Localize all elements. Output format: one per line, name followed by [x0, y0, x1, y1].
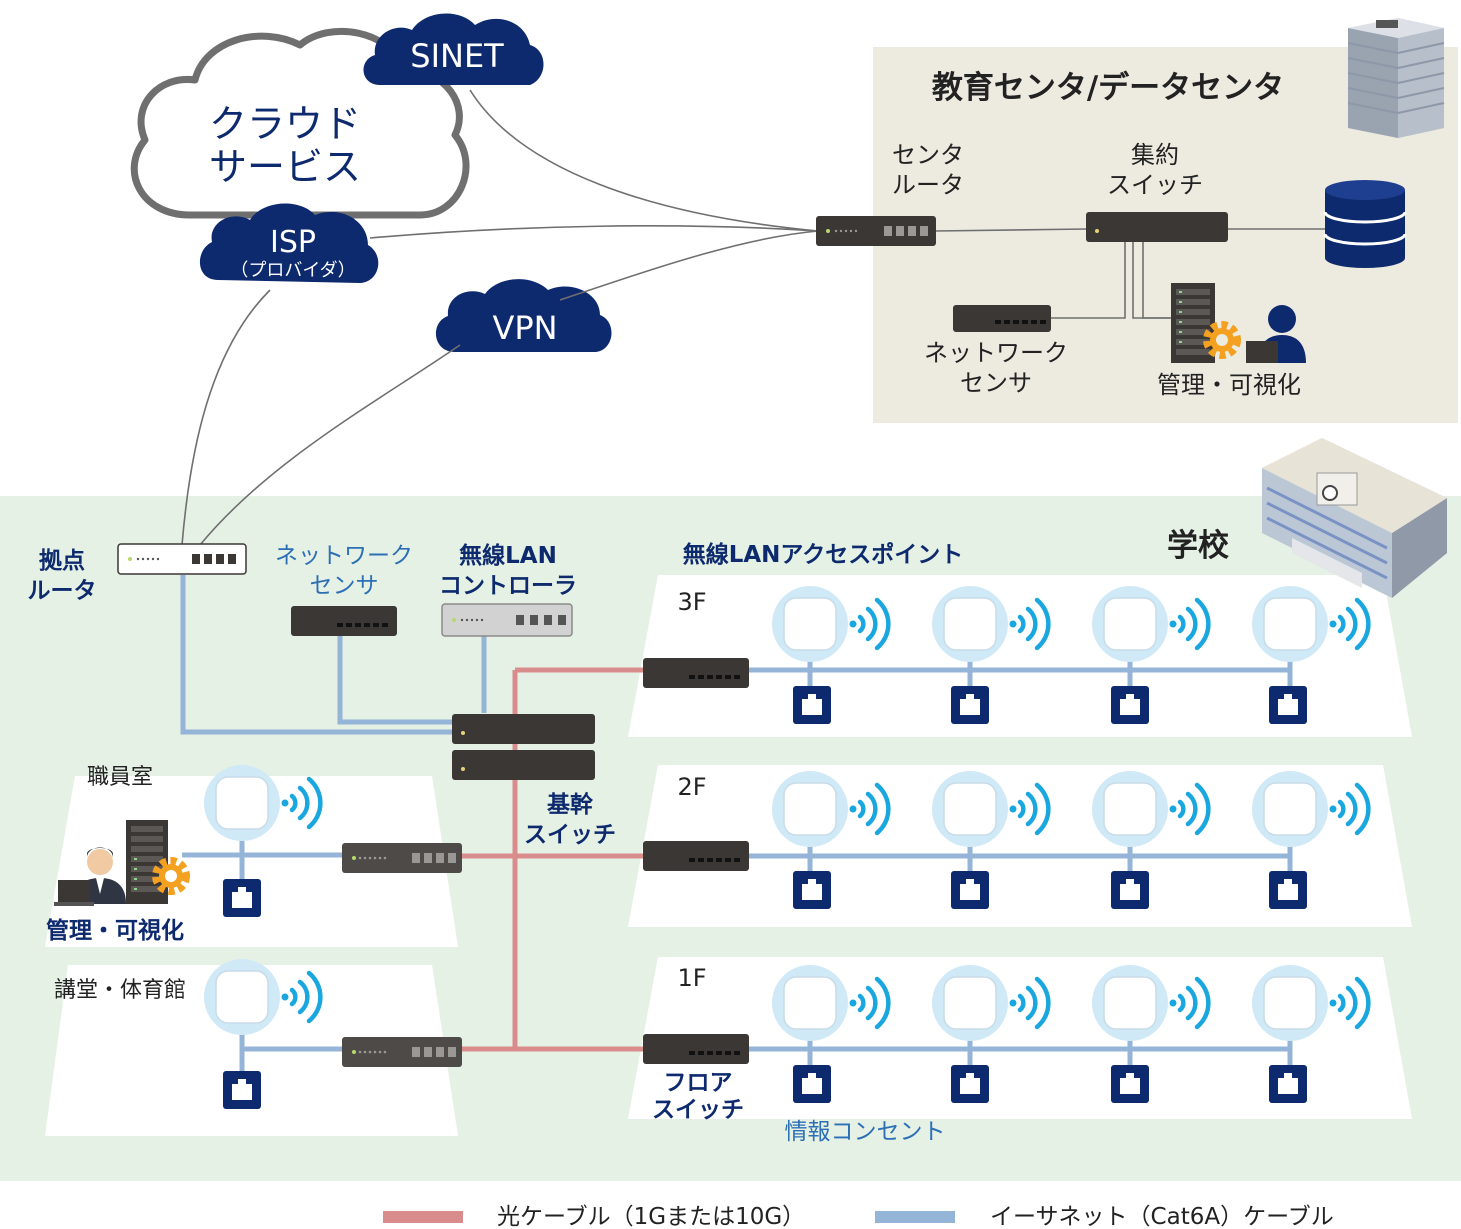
isp-sub-label: （プロバイダ）: [230, 260, 355, 281]
outlet-icon-staff-room: [223, 879, 261, 917]
legend-ethernet-label: イーサネット（Cat6A）ケーブル: [990, 1204, 1334, 1229]
core-switch-label-1: 基幹: [547, 791, 594, 818]
vpn-label: VPN: [492, 309, 557, 347]
school-network-sensor: [291, 606, 397, 636]
school-sensor-label-2: センサ: [310, 573, 379, 599]
core-switch-label-2: スイッチ: [524, 822, 616, 848]
staff-admin-person-icon: [54, 847, 126, 906]
site-router: [117, 543, 247, 575]
floor-label-1f: 1F: [677, 964, 706, 992]
staff-gear-icon: [152, 857, 190, 895]
hall-label: 講堂・体育館: [54, 978, 186, 1003]
center-mgmt-label: 管理・可視化: [1157, 371, 1301, 399]
school-sensor-label-1: ネットワーク: [275, 543, 413, 569]
outlet-icon-3f-4: [1269, 686, 1307, 724]
legend-fiber-swatch: [383, 1211, 463, 1223]
wlan-controller: [441, 603, 573, 637]
aggregation-switch-label-2: スイッチ: [1107, 171, 1203, 199]
outlet-icon-hall: [223, 1071, 261, 1109]
sinet-cloud: [363, 13, 544, 86]
staff-room-panel: [45, 776, 458, 947]
legend-ethernet-swatch: [875, 1211, 955, 1223]
floor-switch-1f: [643, 1034, 749, 1064]
school-title: 学校: [1167, 528, 1229, 564]
legend-fiber-label: 光ケーブル（1Gまたは10G）: [497, 1204, 805, 1229]
staff-room-switch: [342, 843, 462, 873]
staff-mgmt-label: 管理・可視化: [46, 917, 184, 944]
center-gear-icon: [1203, 321, 1241, 359]
school-building-icon: [1262, 438, 1447, 598]
cloud-title-line1: クラウド: [209, 102, 361, 146]
center-admin-person-icon: [1246, 305, 1306, 363]
outlet-label: 情報コンセント: [785, 1119, 946, 1145]
access-point-label: 無線LANアクセスポイント: [683, 541, 964, 568]
aggregation-switch: [1086, 212, 1228, 242]
floor-switch-label-2: スイッチ: [652, 1097, 744, 1123]
isp-cloud: [199, 203, 379, 283]
outlet-icon-3f-3: [1111, 686, 1149, 724]
outlet-icon-2f-1: [793, 871, 831, 909]
outlet-icon-3f-1: [793, 686, 831, 724]
staff-room-label: 職員室: [87, 765, 153, 790]
floor-label-3f: 3F: [677, 588, 706, 616]
wlan-controller-label-1: 無線LAN: [459, 542, 557, 569]
center-router: [816, 216, 936, 246]
site-router-label-1: 拠点: [39, 548, 85, 574]
outlet-icon-1f-1: [793, 1065, 831, 1103]
site-router-label-2: ルータ: [28, 578, 97, 604]
floor-switch-3f: [643, 658, 749, 688]
outlet-icon-2f-4: [1269, 871, 1307, 909]
outlet-icon-3f-2: [951, 686, 989, 724]
cloud-title-line2: サービス: [209, 145, 361, 189]
center-server-icon: [1171, 283, 1215, 363]
floor-switch-label-1: フロア: [664, 1070, 733, 1096]
database-icon: [1323, 180, 1407, 268]
floor-label-2f: 2F: [677, 773, 706, 801]
outlet-icon-2f-3: [1111, 871, 1149, 909]
outlet-icon-1f-2: [951, 1065, 989, 1103]
center-title: 教育センタ/データセンタ: [932, 70, 1284, 106]
center-router-label-1: センタ: [892, 141, 964, 169]
hall-switch: [342, 1037, 462, 1067]
center-sensor-label-1: ネットワーク: [924, 339, 1068, 367]
center-sensor-label-2: センサ: [960, 369, 1032, 397]
data-center-building-icon: [1347, 18, 1445, 138]
isp-label: ISP: [270, 225, 316, 260]
floor-switch-2f: [643, 841, 749, 871]
center-router-label-2: ルータ: [892, 171, 964, 199]
core-switch: [452, 714, 595, 780]
wlan-controller-label-2: コントローラ: [439, 573, 577, 599]
outlet-icon-1f-4: [1269, 1065, 1307, 1103]
sinet-label: SINET: [410, 37, 504, 75]
aggregation-switch-label-1: 集約: [1131, 141, 1179, 169]
outlet-icon-2f-2: [951, 871, 989, 909]
center-network-sensor: [953, 305, 1051, 332]
outlet-icon-1f-3: [1111, 1065, 1149, 1103]
